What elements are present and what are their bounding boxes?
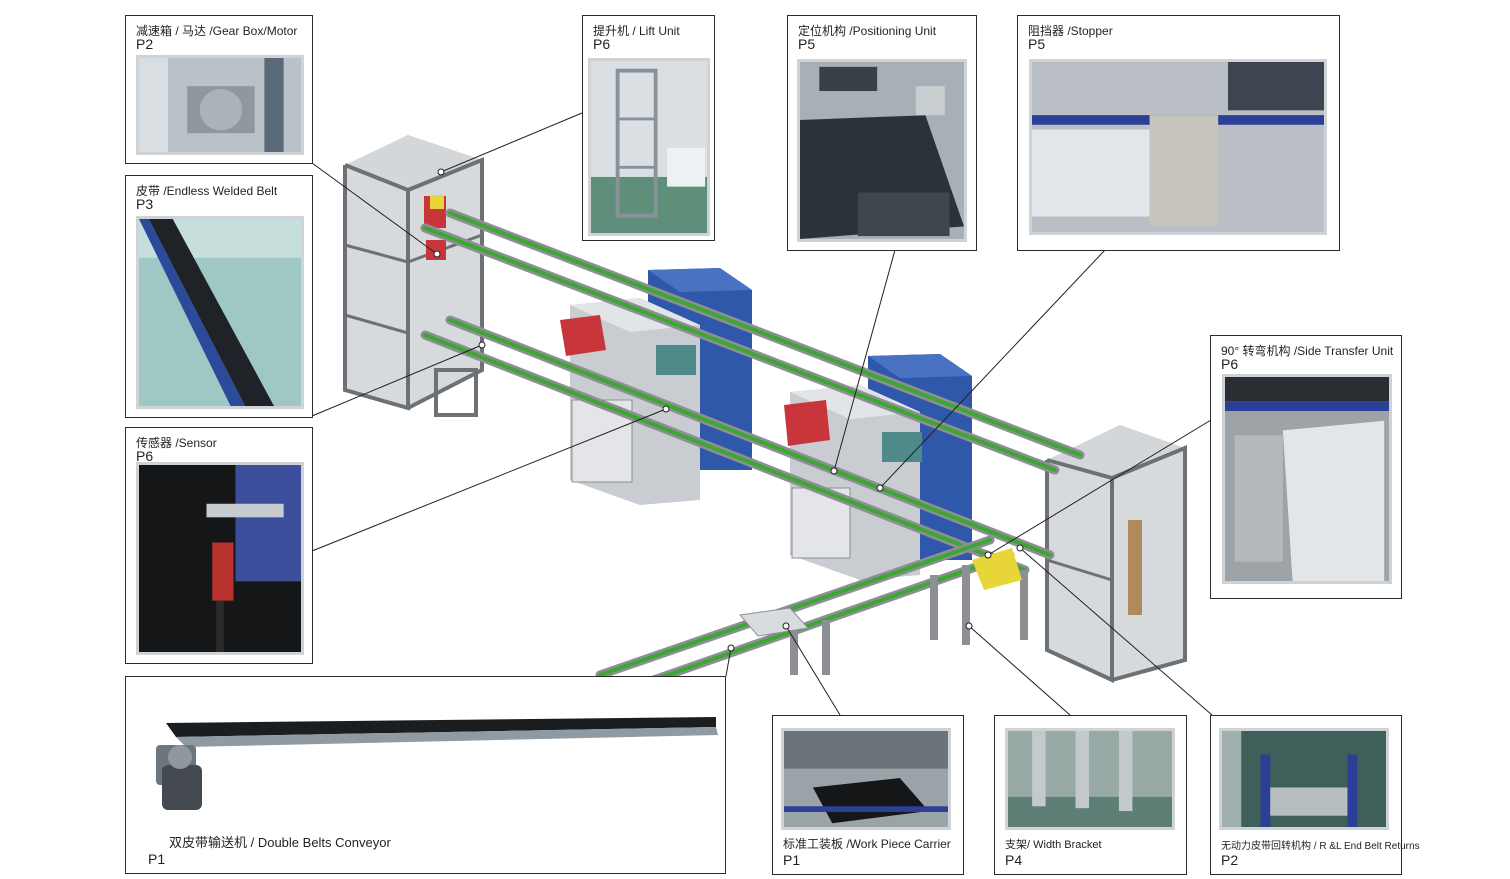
callout-sensor: 传感器 /Sensor P6 — [125, 427, 313, 664]
callout-page-code: P4 — [1005, 852, 1023, 868]
double-belt-conveyor-render — [156, 717, 718, 810]
callout-lift-unit: 提升机 / Lift Unit P6 — [582, 15, 715, 241]
callout-label: 标准工装板 /Work Piece Carrier — [783, 837, 951, 851]
callout-page-code: P5 — [1028, 36, 1046, 52]
callout-belt-returns: 无动力皮带回转机构 / R &L End Belt Returns P2 — [1210, 715, 1420, 875]
callout-label: 定位机构 /Positioning Unit — [798, 24, 937, 38]
callout-page-code: P5 — [798, 36, 816, 52]
left-tall-frame — [343, 135, 484, 417]
callout-side-transfer: 90° 转弯机构 /Side Transfer Unit P6 — [1210, 335, 1402, 599]
callout-work-piece-carrier: 标准工装板 /Work Piece Carrier P1 — [772, 715, 964, 875]
workstation-left — [560, 298, 700, 505]
callout-label: 无动力皮带回转机构 / R &L End Belt Returns — [1221, 841, 1420, 852]
callout-width-bracket: 支架/ Width Bracket P4 — [994, 715, 1187, 875]
width-bracket-photo — [1005, 728, 1175, 830]
callout-label: 提升机 / Lift Unit — [593, 24, 680, 38]
belt-returns-photo — [1219, 728, 1389, 830]
callout-label: 阻挡器 /Stopper — [1028, 24, 1113, 38]
callout-label: 传感器 /Sensor — [136, 436, 217, 450]
callout-label: 支架/ Width Bracket — [1005, 839, 1102, 851]
positioning-unit-photo — [797, 59, 967, 242]
callout-page-code: P2 — [136, 36, 154, 52]
side-transfer-photo — [1222, 374, 1392, 584]
callout-label: 90° 转弯机构 /Side Transfer Unit — [1221, 344, 1394, 358]
callout-label: 双皮带输送机 / Double Belts Conveyor — [169, 835, 391, 850]
return-conveyor — [595, 535, 1028, 695]
lift-unit-photo — [588, 58, 710, 236]
sensor-photo — [136, 462, 304, 655]
leader-lines — [311, 112, 1213, 716]
callout-double-belt-conveyor: 双皮带输送机 / Double Belts Conveyor P1 — [125, 676, 726, 874]
work-piece-carrier-photo — [781, 728, 951, 830]
gearbox-motor-photo — [136, 55, 304, 155]
callout-page-code: P1 — [783, 852, 801, 868]
callout-label: 皮带 /Endless Welded Belt — [136, 184, 278, 198]
callout-gearbox-motor: 减速箱 / 马达 /Gear Box/Motor P2 — [125, 15, 313, 164]
callout-label: 减速箱 / 马达 /Gear Box/Motor — [136, 24, 298, 38]
stopper-photo — [1029, 59, 1327, 235]
welded-belt-photo — [136, 216, 304, 409]
callout-page-code: P1 — [148, 851, 166, 867]
callout-page-code: P6 — [136, 448, 154, 464]
callout-page-code: P6 — [593, 36, 611, 52]
callout-page-code: P2 — [1221, 852, 1239, 868]
main-conveyor-belts — [420, 208, 1085, 575]
leader-dots — [433, 168, 1024, 652]
callout-welded-belt: 皮带 /Endless Welded Belt P3 — [125, 175, 313, 418]
right-tall-frame — [1045, 425, 1187, 684]
callout-positioning-unit: 定位机构 /Positioning Unit P5 — [787, 15, 977, 251]
callout-page-code: P3 — [136, 196, 154, 212]
callout-stopper: 阻挡器 /Stopper P5 — [1017, 15, 1340, 251]
callout-page-code: P6 — [1221, 356, 1239, 372]
